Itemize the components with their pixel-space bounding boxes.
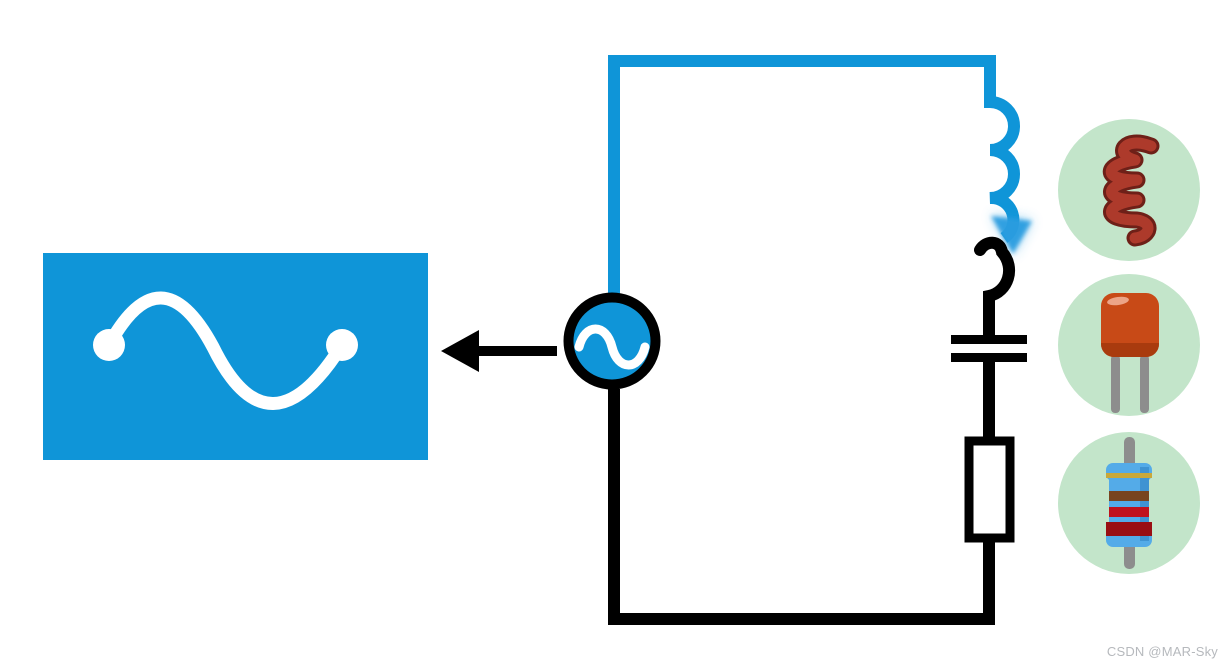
- resistor-body-shade: [1140, 467, 1149, 541]
- waveform-endpoint-left: [93, 329, 125, 361]
- resistor-band-dark-red: [1106, 522, 1152, 536]
- capacitor-leg-right: [1140, 355, 1149, 413]
- inductor-black-segment: [974, 236, 1016, 342]
- capacitor-body-shadow: [1101, 343, 1159, 357]
- capacitor-leg-left: [1111, 355, 1120, 413]
- capacitor-plate-bottom: [951, 353, 1027, 362]
- waveform-endpoint-right: [326, 329, 358, 361]
- pointer-arrowhead-icon: [441, 330, 479, 372]
- capacitor-plate-top: [951, 335, 1027, 344]
- component-badge-capacitor: [1057, 273, 1201, 417]
- sine-wave-icon: [43, 253, 428, 460]
- waveform-sine-curve: [102, 291, 349, 410]
- watermark-text: CSDN @MAR-Sky: [1106, 644, 1218, 659]
- resistor-band-red: [1109, 507, 1149, 517]
- resistor-band-gold: [1106, 473, 1152, 478]
- resistor-band-brown: [1109, 491, 1149, 501]
- component-badge-resistor: [1057, 431, 1201, 575]
- inductor-coil-icon: [1058, 119, 1200, 261]
- resistor-symbol-box: [964, 436, 1015, 543]
- waveform-panel: [43, 253, 428, 460]
- component-badge-inductor: [1057, 118, 1201, 262]
- ceramic-capacitor-icon: [1058, 274, 1200, 416]
- coil-body: [1105, 137, 1157, 244]
- wire-return-path: [608, 389, 995, 625]
- current-flow-arrowhead-icon: [991, 216, 1032, 254]
- wire-active-path: [608, 55, 1020, 297]
- ac-source-sine-glyph: [574, 324, 650, 370]
- resistor-icon: [1058, 432, 1200, 574]
- capacitor-highlight: [1107, 296, 1129, 306]
- capacitor-body: [1101, 293, 1159, 357]
